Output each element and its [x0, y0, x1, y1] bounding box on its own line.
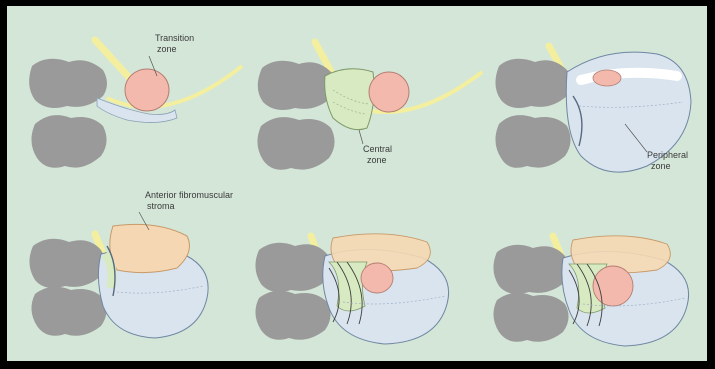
- seminal-vesicle: [257, 117, 334, 170]
- seminal-vesicle: [495, 59, 571, 108]
- seminal-vesicle: [29, 59, 107, 108]
- fibromuscular-stroma: [110, 224, 190, 272]
- panel-4-label-line-2: stroma: [147, 201, 175, 211]
- central-zone: [325, 69, 374, 130]
- seminal-vesicle: [495, 115, 570, 168]
- panel-2-label-line-1: Central: [363, 144, 392, 154]
- label-pointer: [359, 130, 363, 144]
- seminal-vesicle: [31, 115, 106, 168]
- seminal-vesicle: [493, 245, 569, 294]
- seminal-vesicle: [31, 287, 106, 336]
- panel-1-label-line-1: Transition: [155, 33, 194, 43]
- transition-zone: [361, 263, 393, 293]
- transition-zone: [125, 69, 169, 111]
- seminal-vesicle: [255, 291, 330, 340]
- seminal-vesicle: [29, 239, 105, 288]
- panel-3-label-line-1: Peripheral: [647, 150, 688, 160]
- panel-2-label-line-2: zone: [367, 155, 387, 165]
- transition-zone: [369, 72, 409, 112]
- panel-6: [493, 236, 688, 346]
- seminal-vesicle: [255, 243, 331, 292]
- panel-3-label-line-2: zone: [651, 161, 671, 171]
- panel-5: [255, 234, 448, 344]
- panel-1-label-line-2: zone: [157, 44, 177, 54]
- seminal-vesicle: [493, 293, 568, 342]
- panel-4-label-line-1: Anterior fibromuscular: [145, 190, 233, 200]
- transition-zone: [593, 70, 621, 86]
- seminal-vesicle: [258, 61, 335, 110]
